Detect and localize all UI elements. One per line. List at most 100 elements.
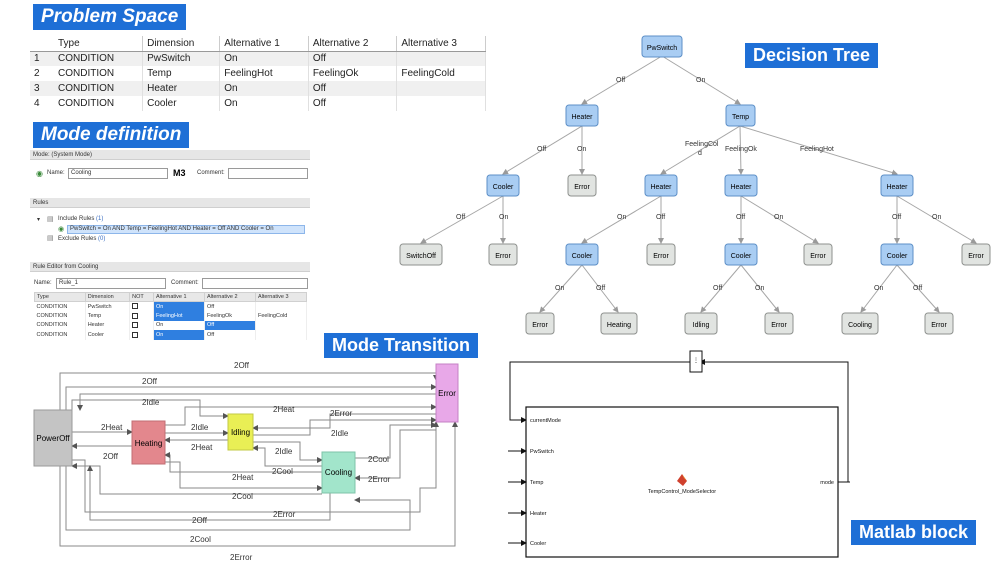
- table-cell: 1: [30, 51, 54, 66]
- rule-icon: ◉: [58, 226, 65, 233]
- table-cell[interactable]: FeelingOk: [204, 311, 256, 321]
- table-cell[interactable]: FeelingCold: [255, 311, 308, 321]
- state-poweroff[interactable]: [33, 409, 73, 467]
- tree-leaf-heating[interactable]: [600, 312, 638, 335]
- table-cell: 4: [34, 98, 40, 109]
- tree-edge-labels: Off On Off On FeelingCol d FeelingOk Fee…: [456, 77, 941, 292]
- tree-node-label: Error: [574, 184, 590, 191]
- transition-edge: [71, 399, 229, 419]
- not-checkbox[interactable]: [132, 312, 139, 319]
- include-rules-label[interactable]: Include Rules (1): [58, 216, 103, 222]
- table-cell: CONDITION: [34, 311, 86, 321]
- tree-node-cooler[interactable]: [724, 243, 758, 266]
- tree-leaf-error[interactable]: [488, 243, 518, 266]
- block-name-label: TempControl_ModeSelector: [648, 489, 716, 495]
- selected-cell[interactable]: Off: [204, 320, 256, 330]
- table-cell: 3: [30, 81, 54, 96]
- tree-leaf-error[interactable]: [646, 243, 676, 266]
- selected-cell[interactable]: FeelingHot: [153, 311, 205, 321]
- tree-leaf-error[interactable]: [525, 312, 555, 335]
- tree-node-label: Error: [968, 253, 984, 260]
- table-row[interactable]: CONDITION PwSwitch On Off: [34, 301, 308, 311]
- table-cell: CONDITION: [34, 301, 86, 311]
- edge-label: Off: [913, 285, 922, 292]
- tree-leaf-error[interactable]: [803, 243, 833, 266]
- tree-node-temp[interactable]: [725, 104, 756, 127]
- edge-label: Off: [596, 285, 605, 292]
- include-rules-text: Include Rules: [58, 216, 95, 222]
- tree-node-heater[interactable]: [644, 174, 678, 197]
- selected-cell[interactable]: On: [153, 301, 205, 311]
- table-cell[interactable]: [255, 320, 308, 330]
- mode-comment-field[interactable]: [228, 168, 308, 179]
- transition-edge: [65, 466, 411, 531]
- rule-name-field[interactable]: Rule_1: [56, 278, 166, 289]
- selected-cell[interactable]: On: [153, 330, 205, 340]
- table-cell[interactable]: [255, 330, 308, 340]
- transition-edge: [253, 417, 437, 436]
- table-row[interactable]: 4 CONDITION Cooler On Off: [30, 96, 486, 111]
- tree-leaf-switchoff[interactable]: [399, 243, 443, 266]
- table-row[interactable]: CONDITION Temp FeelingHot FeelingOk Feel…: [34, 311, 308, 321]
- edge-label: 2Heat: [273, 405, 295, 414]
- not-checkbox[interactable]: [132, 331, 139, 338]
- table-row[interactable]: CONDITION Heater On Off: [34, 320, 308, 330]
- transition-edge: [87, 465, 331, 521]
- tree-leaf-idling[interactable]: [684, 312, 718, 335]
- state-error[interactable]: [435, 363, 459, 423]
- table-row[interactable]: CONDITION Cooler On Off: [34, 330, 308, 340]
- mode-header-label: Mode: (System Mode): [33, 152, 93, 158]
- table-cell[interactable]: Off: [204, 330, 256, 340]
- edge-label: 2Heat: [101, 423, 123, 432]
- state-cooling[interactable]: [321, 451, 356, 494]
- table-row[interactable]: 3 CONDITION Heater On Off: [30, 81, 486, 96]
- table-cell[interactable]: [255, 301, 308, 311]
- transition-edge: [355, 422, 437, 459]
- tree-node-label: Heater: [650, 184, 672, 191]
- transition-edge: [164, 452, 322, 473]
- table-cell[interactable]: Off: [204, 301, 256, 311]
- tree-node-cooler[interactable]: [486, 174, 520, 197]
- table-cell: Off: [308, 51, 398, 66]
- edge-label: Off: [537, 146, 546, 153]
- rule-comment-field[interactable]: [202, 278, 308, 289]
- tree-leaf-error[interactable]: [567, 174, 597, 197]
- selected-rule[interactable]: PwSwitch = On AND Temp = FeelingHot AND …: [67, 225, 305, 234]
- column-header: Alternative 1: [219, 36, 309, 52]
- tree-node-label: Error: [771, 322, 787, 329]
- transition-labels: 2Off 2Off 2Idle 2Heat 2Off 2Idle 2Heat 2…: [101, 361, 391, 562]
- not-checkbox[interactable]: [132, 303, 139, 310]
- unit-delay-icon: ⋮: [693, 358, 699, 364]
- unit-delay-block[interactable]: [689, 350, 703, 373]
- tree-node-cooler[interactable]: [565, 243, 599, 266]
- tree-node-heater[interactable]: [565, 104, 599, 127]
- tree-leaf-error[interactable]: [764, 312, 794, 335]
- tree-node-cooler[interactable]: [880, 243, 914, 266]
- tree-internal-nodes: PwSwitch Heater Temp Cooler Heater Heate…: [486, 35, 914, 266]
- not-checkbox[interactable]: [132, 322, 139, 329]
- table-row[interactable]: 2 CONDITION Temp FeelingHot FeelingOk Fe…: [30, 66, 486, 81]
- state-idling[interactable]: [227, 413, 254, 451]
- folder-icon: ▤: [47, 216, 54, 223]
- mode-name-field[interactable]: Cooling: [68, 168, 168, 179]
- tree-leaf-cooling[interactable]: [841, 312, 879, 335]
- state-heating[interactable]: [131, 420, 166, 465]
- tree-node-heater[interactable]: [880, 174, 914, 197]
- tree-leaf-error[interactable]: [961, 243, 991, 266]
- table-cell[interactable]: On: [153, 320, 205, 330]
- tree-leaf-error[interactable]: [924, 312, 954, 335]
- tree-node-pwswitch[interactable]: [641, 35, 683, 58]
- exclude-rules-label[interactable]: Exclude Rules (0): [58, 236, 105, 242]
- tree-leaf-nodes: Error SwitchOff Error Error Error Error …: [399, 174, 991, 335]
- edge-label: Off: [736, 214, 745, 221]
- tree-node-label: Heater: [571, 114, 593, 121]
- collapse-icon[interactable]: ▾: [37, 217, 41, 223]
- state-cooling-label: Cooling: [325, 468, 352, 477]
- edge-label: On: [577, 146, 586, 153]
- table-row[interactable]: 1 CONDITION PwSwitch On Off: [30, 51, 486, 66]
- include-rules-count: (1): [96, 216, 104, 222]
- table-cell: [396, 51, 486, 66]
- rule-name-label: Name:: [34, 280, 52, 286]
- tree-node-heater[interactable]: [724, 174, 758, 197]
